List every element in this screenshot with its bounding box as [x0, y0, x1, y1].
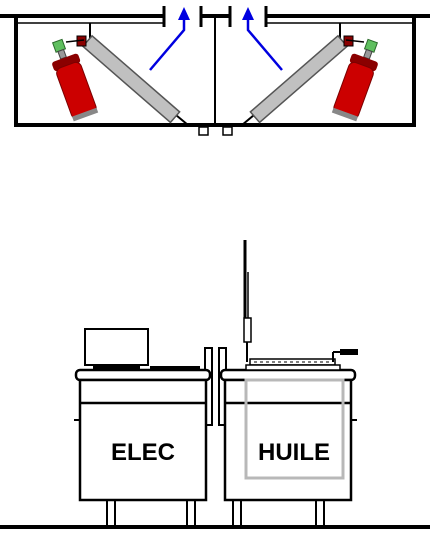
right-damper-panel	[241, 34, 349, 126]
elec-cabinet: ELEC	[74, 328, 212, 527]
airflow-arrow-left	[149, 7, 190, 71]
center-divider	[204, 347, 227, 426]
extinguisher-valve-icon	[343, 35, 365, 47]
oil-tank	[244, 378, 345, 480]
fire-extinguisher-icon	[331, 38, 379, 122]
huile-label: HUILE	[258, 439, 330, 466]
huile-legs	[232, 499, 325, 527]
fire-extinguisher-icon	[51, 38, 99, 122]
plan-view	[0, 6, 430, 136]
elec-label: ELEC	[111, 439, 175, 466]
drain-ports	[198, 126, 233, 136]
front-view: ELEC HUILE	[0, 240, 430, 529]
elec-legs	[106, 499, 196, 527]
control-box	[84, 328, 149, 366]
exhaust-pipe	[243, 240, 252, 362]
extinguisher-valve-icon	[65, 35, 87, 47]
basket-handle	[340, 349, 358, 355]
airflow-arrow-right	[242, 7, 283, 71]
huile-cabinet: HUILE	[219, 349, 358, 527]
left-damper-panel	[81, 34, 189, 126]
